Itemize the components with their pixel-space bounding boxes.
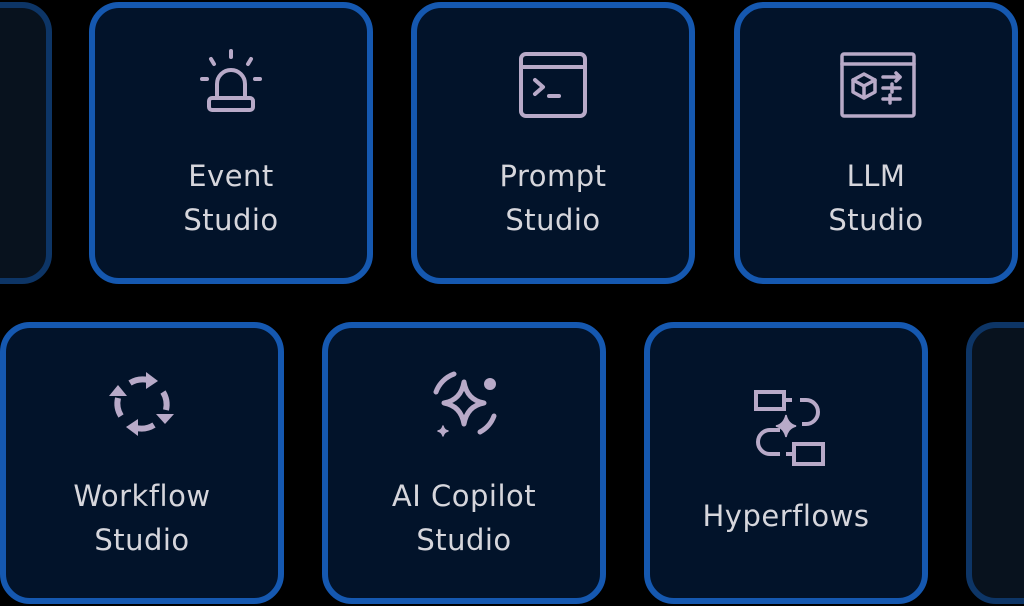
siren-icon [189, 42, 273, 126]
sparkle-icon [422, 360, 506, 444]
partial-card-right[interactable] [966, 322, 1024, 604]
partial-card-left[interactable] [0, 2, 52, 284]
terminal-window-icon [511, 42, 595, 126]
model-settings-icon [834, 42, 918, 126]
card-hyperflows[interactable]: Hyperflows [644, 322, 928, 604]
cycle-arrows-icon [100, 362, 184, 446]
flow-sparkle-icon [744, 382, 828, 466]
card-label: Hyperflows [702, 499, 870, 533]
